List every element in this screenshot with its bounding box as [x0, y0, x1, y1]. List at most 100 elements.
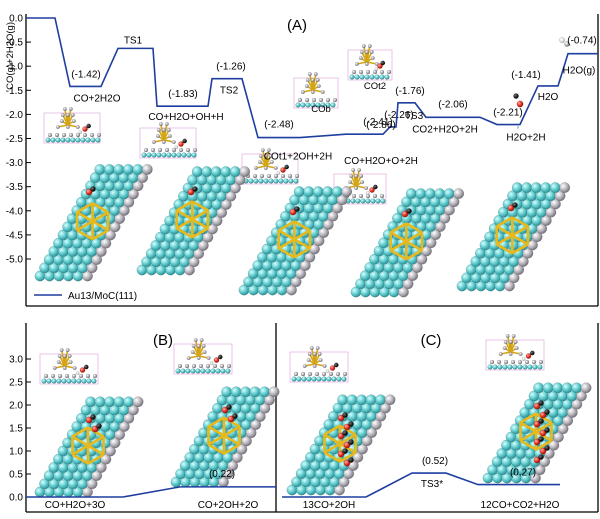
mo-atom: [380, 198, 386, 204]
y-tick-label: -4.5: [6, 230, 24, 241]
au-atom: [359, 50, 364, 55]
c-atom: [82, 132, 88, 138]
au-atom: [360, 179, 365, 184]
mo-atom: [171, 152, 177, 158]
c-atom: [192, 147, 198, 153]
c-atom: [425, 237, 437, 249]
c-atom: [358, 69, 364, 75]
c-atom: [95, 461, 107, 473]
c-atom: [522, 247, 534, 259]
c-atom: [342, 371, 348, 377]
mo-atom: [94, 163, 106, 175]
au-atom: [318, 358, 323, 363]
value-label: (0.22): [209, 469, 235, 480]
au-atom: [72, 366, 77, 371]
c-atom: [559, 182, 571, 194]
y-tick-label: -5.0: [6, 255, 24, 266]
au-bond: [339, 433, 357, 445]
value-label-extra-1: (-2.86): [366, 120, 395, 131]
au-bond: [312, 73, 317, 91]
c-atom: [92, 373, 98, 379]
c-atom: [150, 147, 156, 153]
cell-outline: [293, 77, 339, 109]
c-atom: [250, 419, 262, 430]
c-atom: [211, 215, 223, 227]
au-atom: [62, 106, 67, 111]
au-atom: [171, 139, 176, 144]
mo-atom: [95, 137, 101, 143]
y-tick-label: 1.5: [9, 424, 23, 435]
y-tick-label: -2.0: [6, 110, 24, 121]
au-atom: [266, 147, 271, 152]
c-atom: [300, 371, 306, 377]
panel-b-energy-path: [26, 486, 276, 498]
au-bond: [207, 425, 225, 437]
au-bond: [262, 149, 267, 167]
c-atom: [333, 362, 339, 368]
c-atom: [557, 423, 569, 435]
mo-atom: [156, 152, 162, 158]
mo-atom: [191, 166, 203, 178]
c-atom: [379, 69, 385, 75]
slab-side-view: [43, 106, 102, 144]
slab-side-view: [485, 334, 545, 371]
c-atom: [513, 264, 525, 275]
mo-atom: [370, 198, 376, 204]
mo-atom: [301, 376, 307, 382]
au-bond: [223, 416, 241, 428]
c-atom: [132, 396, 144, 408]
au-bond: [511, 234, 529, 246]
c-atom: [562, 415, 574, 426]
y-tick-label: -3.0: [6, 158, 24, 169]
state-label: TS2: [220, 86, 239, 97]
c-atom: [370, 418, 382, 430]
c-atom: [538, 454, 544, 460]
c-atom: [503, 359, 509, 365]
h-atom: [209, 361, 214, 365]
c-atom: [517, 255, 529, 267]
cot2-label: COt2: [364, 81, 386, 92]
mo-atom: [330, 102, 336, 108]
mo-atom: [123, 396, 135, 408]
c-atom: [327, 210, 339, 222]
au-bond: [496, 234, 513, 246]
o-atom: [533, 420, 541, 428]
au-atom: [518, 352, 523, 357]
mo-atom: [56, 378, 62, 384]
au-atom: [268, 153, 273, 158]
mo-atom: [542, 382, 554, 394]
mo-atom: [66, 378, 72, 384]
mo-atom: [424, 188, 436, 200]
c-atom: [530, 472, 541, 484]
au-bond: [519, 430, 537, 442]
c-atom: [286, 284, 297, 296]
o-atom: [337, 450, 345, 458]
c-atom: [372, 184, 378, 190]
c-atom: [96, 132, 102, 138]
au-bond: [278, 220, 295, 232]
c-atom: [254, 410, 266, 422]
c-atom: [114, 213, 126, 225]
c-atom: [372, 69, 378, 75]
cell-outline: [139, 127, 197, 159]
c-atom: [266, 173, 272, 179]
au-bond: [91, 220, 109, 232]
mo-atom: [291, 376, 297, 382]
h-atom: [174, 145, 179, 149]
c-atom: [198, 363, 204, 369]
au-bond: [278, 238, 295, 250]
state-label: CO2+H2O+2H: [412, 124, 478, 135]
au-bond: [91, 211, 109, 223]
mo-atom: [369, 74, 375, 80]
au-atom: [364, 185, 369, 190]
au-bond: [496, 243, 513, 255]
c-atom: [314, 371, 320, 377]
c-atom: [89, 132, 95, 138]
mo-atom: [166, 152, 172, 158]
o-atom: [525, 353, 532, 359]
au-atom: [57, 354, 62, 359]
c-atom: [335, 371, 341, 377]
au-atom: [514, 346, 519, 351]
o-atom: [343, 459, 351, 467]
